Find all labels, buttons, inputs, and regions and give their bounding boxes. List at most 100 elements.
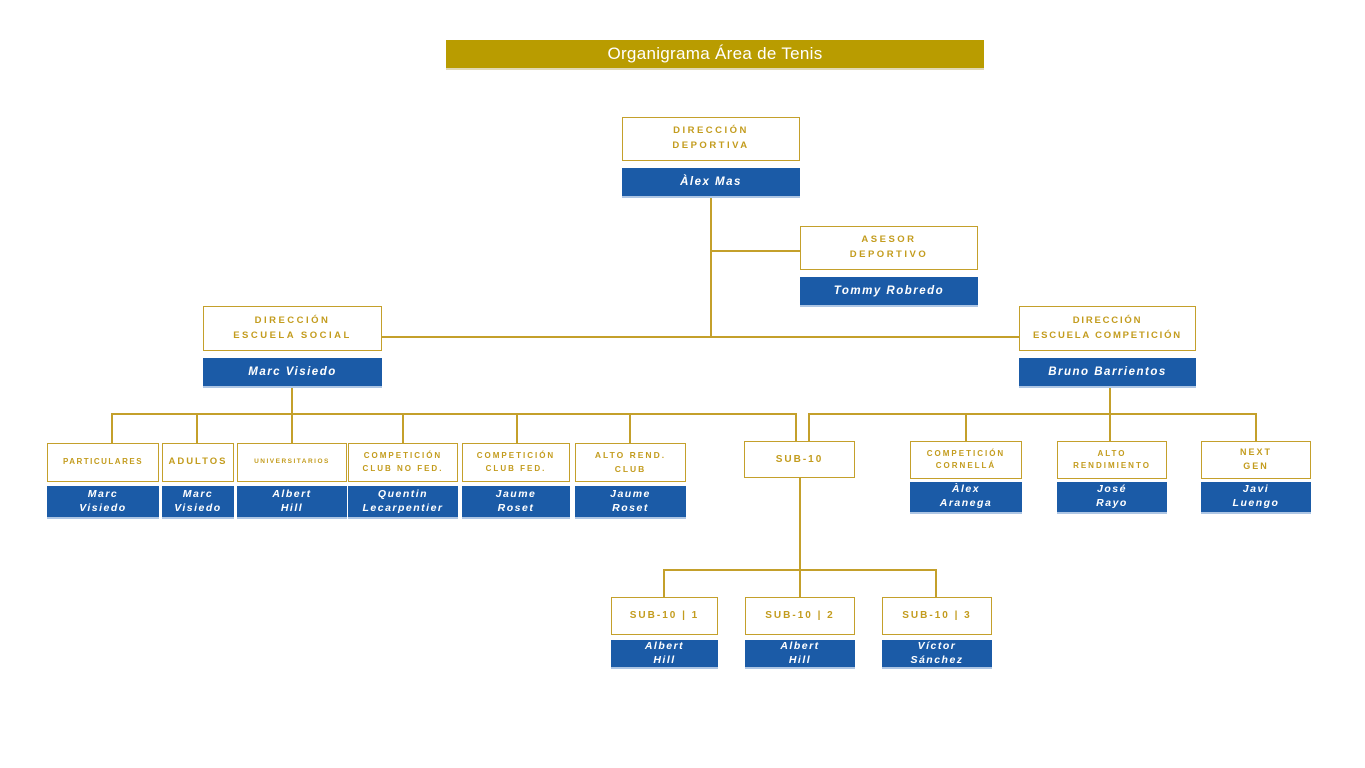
connector-line xyxy=(710,197,712,337)
connector-line xyxy=(111,413,113,443)
connector-line xyxy=(382,336,1019,338)
node-name: Javi Luengo xyxy=(1232,483,1280,509)
node-particulares: PARTICULARES Marc Visiedo xyxy=(47,443,159,519)
node-label: DIRECCIÓN ESCUELA SOCIAL xyxy=(233,314,352,341)
node-direccion-deportiva: DIRECCIÓN DEPORTIVA Àlex Mas xyxy=(622,117,800,198)
node-name: Marc Visiedo xyxy=(79,487,127,514)
node-escuela-competicion: DIRECCIÓN ESCUELA COMPETICIÓN Bruno Barr… xyxy=(1019,306,1196,388)
node-name-box: Bruno Barrientos xyxy=(1019,358,1196,388)
node-name-box: José Rayo xyxy=(1057,482,1167,514)
node-label: DIRECCIÓN ESCUELA COMPETICIÓN xyxy=(1033,314,1182,341)
node-label: ALTO REND. CLUB xyxy=(594,450,667,474)
node-name: José Rayo xyxy=(1096,483,1128,509)
node-label-box: ALTO REND. CLUB xyxy=(575,443,686,482)
connector-line xyxy=(935,569,937,597)
node-asesor-deportivo: ASESOR DEPORTIVO Tommy Robredo xyxy=(800,226,978,307)
node-label: PARTICULARES xyxy=(62,457,144,467)
node-name: Marc Visiedo xyxy=(174,487,222,514)
node-name-box: Albert Hill xyxy=(745,640,855,669)
connector-line xyxy=(291,388,293,415)
connector-line xyxy=(808,413,1257,415)
node-label: ADULTOS xyxy=(168,456,228,468)
node-name-box: Jaume Roset xyxy=(575,486,686,519)
chart-title: Organigrama Área de Tenis xyxy=(607,44,823,63)
node-competicion-club-fed: COMPETICIÓN CLUB FED. Jaume Roset xyxy=(462,443,570,519)
node-label-box: DIRECCIÓN ESCUELA SOCIAL xyxy=(203,306,382,351)
connector-line xyxy=(710,250,800,252)
node-name: Jaume Roset xyxy=(495,487,537,514)
node-name: Albert Hill xyxy=(272,487,312,514)
node-sub-10: SUB-10 xyxy=(744,441,855,478)
node-name-box: Jaume Roset xyxy=(462,486,570,519)
node-label-box: COMPETICIÓN CLUB NO FED. xyxy=(348,443,458,482)
node-alto-rendimiento: ALTO RENDIMIENTO José Rayo xyxy=(1057,441,1167,514)
connector-line xyxy=(799,477,801,571)
node-label: ALTO RENDIMIENTO xyxy=(1073,448,1151,470)
node-label-box: PARTICULARES xyxy=(47,443,159,482)
node-name-box: Tommy Robredo xyxy=(800,277,978,307)
node-name-box: Albert Hill xyxy=(237,486,347,519)
node-name: Quentin Lecarpentier xyxy=(362,487,444,514)
node-name: Jaume Roset xyxy=(610,487,651,514)
connector-line xyxy=(799,569,801,597)
node-escuela-social: DIRECCIÓN ESCUELA SOCIAL Marc Visiedo xyxy=(203,306,382,388)
node-sub-10-1: SUB-10 | 1 Albert Hill xyxy=(611,597,718,669)
node-label: SUB-10 | 3 xyxy=(902,610,972,622)
node-name-box: Marc Visiedo xyxy=(203,358,382,388)
node-label: COMPETICIÓN CLUB NO FED. xyxy=(362,451,444,473)
node-label: SUB-10 | 2 xyxy=(765,610,835,622)
node-label-box: SUB-10 xyxy=(744,441,855,478)
chart-title-banner: Organigrama Área de Tenis xyxy=(446,40,984,70)
node-name: Marc Visiedo xyxy=(248,365,337,378)
node-name-box: Albert Hill xyxy=(611,640,718,669)
node-label-box: ADULTOS xyxy=(162,443,234,482)
node-label-box: NEXT GEN xyxy=(1201,441,1311,479)
node-label: NEXT GEN xyxy=(1239,447,1272,471)
node-sub-10-2: SUB-10 | 2 Albert Hill xyxy=(745,597,855,669)
node-universitarios: UNIVERSITARIOS Albert Hill xyxy=(237,443,347,519)
connector-line xyxy=(808,413,810,441)
node-next-gen: NEXT GEN Javi Luengo xyxy=(1201,441,1311,514)
node-label: DIRECCIÓN DEPORTIVA xyxy=(672,125,750,151)
node-name: Bruno Barrientos xyxy=(1048,365,1167,378)
node-name-box: Marc Visiedo xyxy=(47,486,159,519)
connector-line xyxy=(291,413,293,443)
connector-line xyxy=(663,569,665,597)
connector-line xyxy=(1255,413,1257,441)
node-name-box: Víctor Sánchez xyxy=(882,640,992,669)
node-name-box: Àlex Mas xyxy=(622,168,800,198)
node-competicion-club-no-fed: COMPETICIÓN CLUB NO FED. Quentin Lecarpe… xyxy=(348,443,458,519)
node-label-box: UNIVERSITARIOS xyxy=(237,443,347,482)
node-name: Víctor Sánchez xyxy=(910,639,964,666)
node-label-box: SUB-10 | 2 xyxy=(745,597,855,635)
connector-line xyxy=(965,413,967,441)
node-label-box: COMPETICIÓN CORNELLÁ xyxy=(910,441,1022,479)
node-label-box: ALTO RENDIMIENTO xyxy=(1057,441,1167,479)
node-label: UNIVERSITARIOS xyxy=(254,458,330,466)
node-competicion-cornella: COMPETICIÓN CORNELLÁ Àlex Aranega xyxy=(910,441,1022,514)
node-name: Albert Hill xyxy=(644,639,685,666)
connector-line xyxy=(795,413,797,441)
node-label: SUB-10 xyxy=(775,453,824,465)
node-label: COMPETICIÓN CLUB FED. xyxy=(476,451,556,473)
node-name-box: Javi Luengo xyxy=(1201,482,1311,514)
node-name: Àlex Aranega xyxy=(939,483,993,509)
node-adultos: ADULTOS Marc Visiedo xyxy=(162,443,234,519)
node-name-box: Àlex Aranega xyxy=(910,482,1022,514)
node-label-box: COMPETICIÓN CLUB FED. xyxy=(462,443,570,482)
node-name: Àlex Mas xyxy=(680,175,742,188)
node-name-box: Marc Visiedo xyxy=(162,486,234,519)
connector-line xyxy=(111,413,797,415)
node-name: Albert Hill xyxy=(780,639,820,666)
node-label: ASESOR DEPORTIVO xyxy=(849,234,929,260)
node-name-box: Quentin Lecarpentier xyxy=(348,486,458,519)
node-label-box: DIRECCIÓN DEPORTIVA xyxy=(622,117,800,161)
connector-line xyxy=(402,413,404,443)
node-sub-10-3: SUB-10 | 3 Víctor Sánchez xyxy=(882,597,992,669)
connector-line xyxy=(196,413,198,443)
node-label: SUB-10 | 1 xyxy=(629,610,700,622)
node-name: Tommy Robredo xyxy=(833,284,945,297)
connector-line xyxy=(516,413,518,443)
node-label-box: ASESOR DEPORTIVO xyxy=(800,226,978,270)
